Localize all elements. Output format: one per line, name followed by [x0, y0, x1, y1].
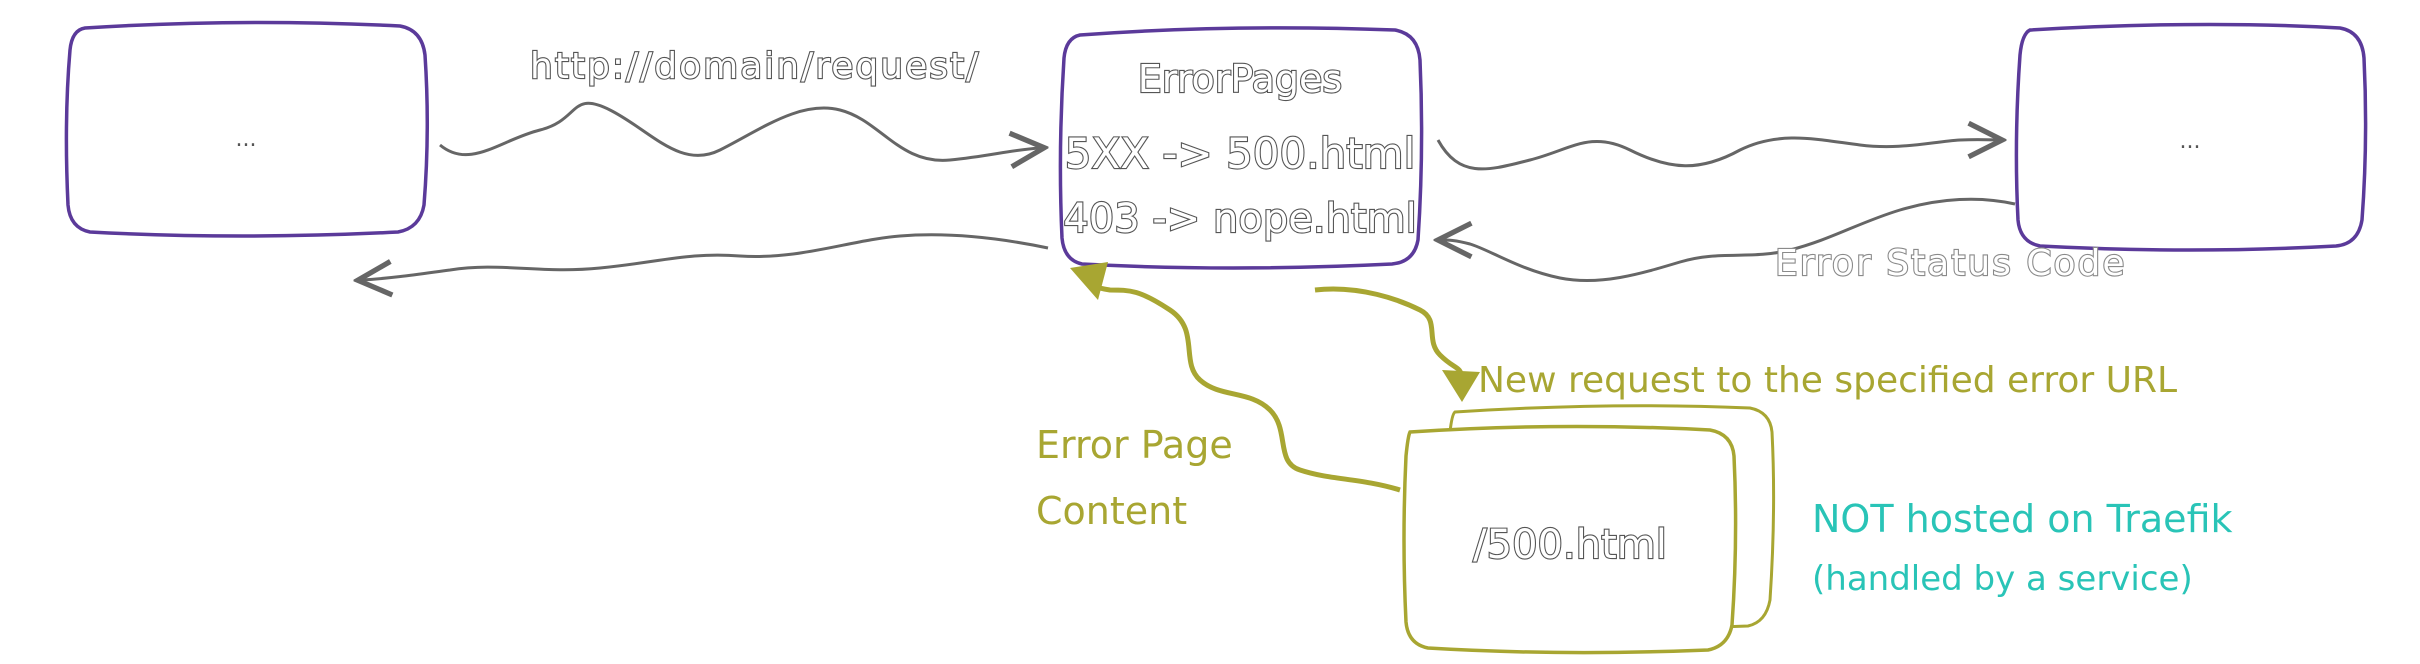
response-arrow: [362, 233, 1049, 280]
error-pages-rule-403: 403 -> nope.html: [1063, 196, 1416, 242]
new-request-arrowhead: [1442, 370, 1480, 402]
service-box-label: ...: [2180, 129, 2201, 154]
new-request-label: New request to the specified error URL: [1478, 360, 2177, 401]
error-pages-title: ErrorPages: [1138, 57, 1342, 101]
status-code-arrow: [1442, 197, 2016, 283]
error-service-label: /500.html: [1473, 522, 1667, 568]
error-pages-rule-5xx: 5XX -> 500.html: [1065, 129, 1416, 178]
error-page-content-label-2: Content: [1036, 489, 1187, 533]
error-pages-box: ErrorPages 5XX -> 500.html 403 -> nope.h…: [1058, 26, 1424, 270]
request-arrow: [439, 101, 1040, 160]
request-url-label: http://domain/request/: [530, 46, 980, 87]
client-box-label: ...: [236, 127, 257, 152]
error-status-code-label: Error Status Code: [1775, 243, 2127, 284]
error-content-arrowhead: [1070, 262, 1108, 300]
new-request-arrow: [1314, 286, 1465, 379]
error-page-content-label-1: Error Page: [1036, 423, 1233, 467]
forward-arrow: [1436, 138, 1998, 171]
service-box: ...: [2014, 22, 2368, 252]
handled-by-service-label: (handled by a service): [1812, 559, 2193, 599]
error-service-box: /500.html: [1402, 404, 1776, 655]
error-content-arrow: [1084, 278, 1401, 493]
not-hosted-label: NOT hosted on Traefik: [1812, 497, 2233, 541]
client-box: ...: [64, 20, 430, 238]
